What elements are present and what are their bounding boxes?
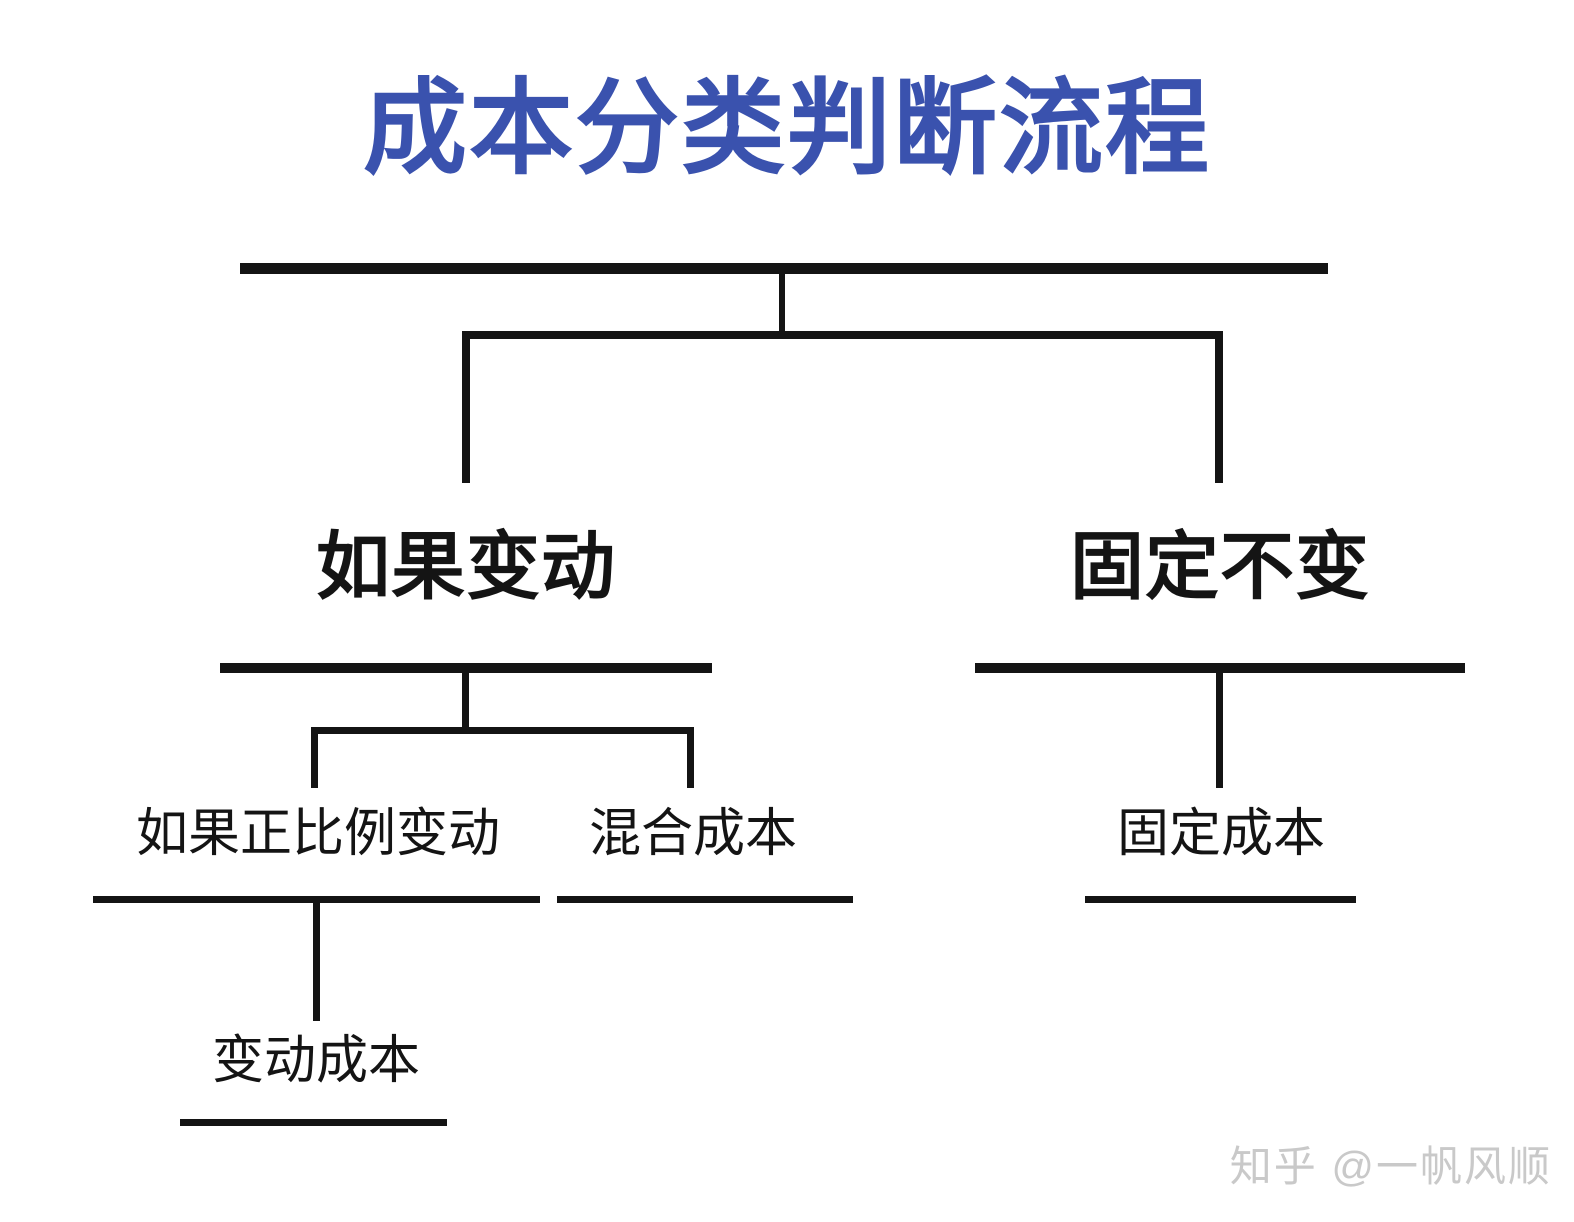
- node-underline-biandong-chengben: [180, 1119, 447, 1126]
- node-label-guding-chengben: 固定成本: [1116, 805, 1325, 863]
- node-label-guding-bubian: 固定不变: [1070, 525, 1370, 608]
- node-label-biandong-chengben: 变动成本: [211, 1032, 420, 1090]
- node-underline-ruguo-zhengbili-biandong: [93, 896, 540, 903]
- node-bar-guding-bubian: [975, 663, 1465, 673]
- left-branch-stem-line: [462, 673, 469, 731]
- page-title: 成本分类判断流程: [362, 71, 1211, 187]
- node-underline-hunhe-chengben: [557, 896, 853, 903]
- level1-left-drop-line: [462, 331, 470, 483]
- level1-right-drop-line: [1215, 331, 1223, 483]
- left-branch-connector-line: [311, 727, 694, 734]
- left-branch-child2-drop-line: [687, 727, 694, 788]
- leaf-stem-line: [313, 903, 320, 1021]
- watermark-label: 知乎 @一帆风顺: [1229, 1143, 1552, 1190]
- node-label-ruguo-biandong: 如果变动: [316, 525, 616, 608]
- right-branch-stem-line: [1216, 673, 1223, 788]
- level1-connector-line: [462, 331, 1223, 339]
- left-branch-child1-drop-line: [311, 727, 318, 788]
- root-node-bar: [240, 263, 1328, 274]
- node-label-hunhe-chengben: 混合成本: [588, 805, 797, 863]
- node-bar-ruguo-biandong: [220, 663, 712, 673]
- node-label-ruguo-zhengbili-biandong: 如果正比例变动: [135, 805, 500, 863]
- root-stem-line: [779, 274, 785, 335]
- node-underline-guding-chengben: [1085, 896, 1356, 903]
